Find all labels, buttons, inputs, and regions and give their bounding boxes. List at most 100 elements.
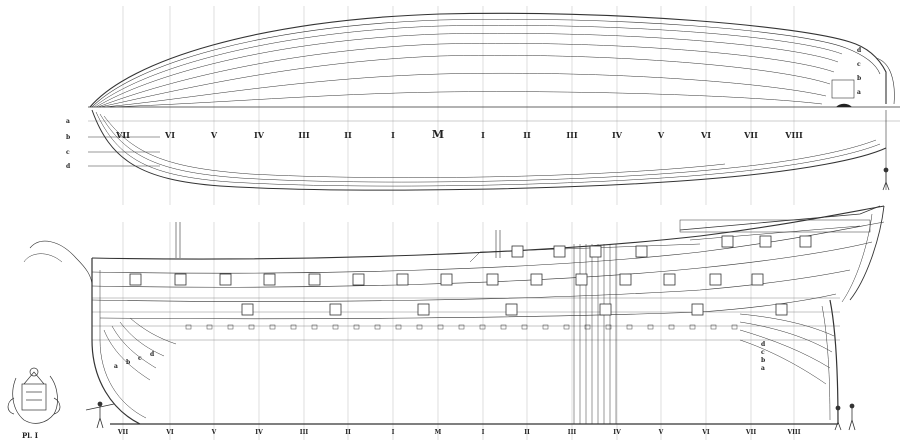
scuttle <box>353 324 360 330</box>
gunport <box>751 273 764 286</box>
scuttle <box>668 324 675 330</box>
gunport <box>589 245 602 258</box>
station-label: III <box>568 429 577 436</box>
station-label: VI <box>701 429 710 436</box>
waterline-label-a: a <box>66 118 70 125</box>
gunport <box>440 273 453 286</box>
scuttle <box>626 324 633 330</box>
waterline-label-right-d: d <box>857 47 862 54</box>
station-label: I <box>482 429 485 436</box>
gunport <box>709 273 722 286</box>
buttock-aft-a: a <box>114 363 118 370</box>
gunport <box>486 273 499 286</box>
station-label: IV <box>613 429 621 436</box>
scuttle <box>710 324 717 330</box>
station-label: IV <box>612 130 623 140</box>
deck-outline <box>89 12 887 108</box>
station-label: IV <box>254 130 265 140</box>
station-label: II <box>523 130 531 140</box>
station-label: II <box>524 429 530 436</box>
gunport <box>505 303 518 316</box>
scuttle <box>290 324 297 330</box>
scuttle <box>311 324 318 330</box>
scuttle <box>374 324 381 330</box>
gunport <box>759 235 772 248</box>
buttock-labels-aft: d c b a <box>114 351 155 370</box>
waterline-label-d: d <box>66 163 71 170</box>
scuttle <box>206 324 213 330</box>
plate-label: Pl. I <box>22 431 38 440</box>
station-label: II <box>344 130 352 140</box>
gunport <box>219 273 232 286</box>
waterline-label-right-b: b <box>857 75 861 82</box>
station-label: VII <box>117 429 128 436</box>
scuttle <box>731 324 738 330</box>
gunport <box>308 273 321 286</box>
buttock-aft-b: b <box>126 359 130 366</box>
station-label: III <box>566 130 577 140</box>
waterline-label-right-a: a <box>857 89 861 96</box>
station-label: VIII <box>786 429 800 436</box>
station-label: IV <box>255 429 263 436</box>
station-label: V <box>211 429 217 436</box>
station-label: III <box>298 130 309 140</box>
gunport <box>635 245 648 258</box>
station-label: VI <box>165 429 174 436</box>
station-label: VI <box>164 130 175 140</box>
station-label: V <box>658 429 664 436</box>
gunport <box>775 303 788 316</box>
waterline-label-c: c <box>66 149 70 156</box>
gunport <box>329 303 342 316</box>
half-breadth-plan <box>88 12 900 108</box>
gunport <box>721 235 734 248</box>
station-label: VII <box>745 429 756 436</box>
scuttle <box>269 324 276 330</box>
gunport <box>799 235 812 248</box>
station-label: VIII <box>784 130 803 140</box>
gunport <box>511 245 524 258</box>
scuttle <box>227 324 234 330</box>
gunport <box>663 273 676 286</box>
gunport <box>575 273 588 286</box>
station-label: I <box>391 130 395 140</box>
scale-figure-upper <box>882 167 890 191</box>
waterline-labels-left: a b c d <box>66 118 71 170</box>
buttock-aft-d: d <box>150 351 155 358</box>
scuttle <box>479 324 486 330</box>
scuttle <box>458 324 465 330</box>
gunport <box>691 303 704 316</box>
body-plan <box>88 109 900 191</box>
station-label: V <box>210 130 218 140</box>
station-label: VII <box>743 130 758 140</box>
scuttle <box>563 324 570 330</box>
station-label: I <box>481 130 485 140</box>
buttock-fore-b: b <box>761 357 765 364</box>
scuttle <box>395 324 402 330</box>
scuttle <box>500 324 507 330</box>
scuttle <box>185 324 192 330</box>
gunport <box>263 273 276 286</box>
gunport <box>174 273 187 286</box>
gunport <box>553 245 566 258</box>
gunport <box>352 273 365 286</box>
scuttle <box>521 324 528 330</box>
gunport <box>241 303 254 316</box>
waterline-labels-right: d c b a <box>857 47 862 96</box>
gunports <box>129 235 812 316</box>
station-label: VI <box>700 130 711 140</box>
scuttle <box>332 324 339 330</box>
scuttle <box>248 324 255 330</box>
station-grid <box>122 6 795 440</box>
scuttle-marks <box>185 324 738 330</box>
station-label: M <box>432 128 444 141</box>
station-label: M <box>435 429 442 436</box>
scuttle <box>437 324 444 330</box>
station-label: V <box>657 130 665 140</box>
gunport <box>599 303 612 316</box>
gunport <box>129 273 142 286</box>
scuttle <box>584 324 591 330</box>
scuttle <box>416 324 423 330</box>
station-label: III <box>300 429 309 436</box>
buttock-aft-c: c <box>138 355 142 362</box>
